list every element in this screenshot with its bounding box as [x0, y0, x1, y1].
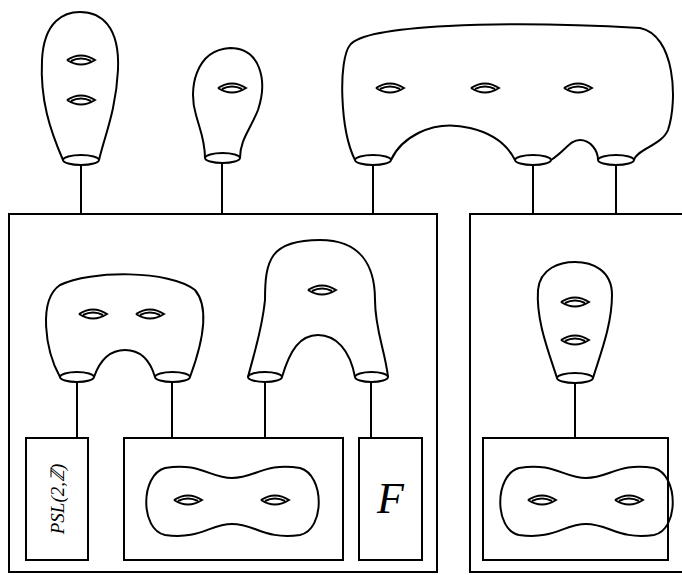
- group-label: PSL(2,ℤ): [48, 464, 67, 535]
- vertex-group-box: F: [358, 437, 423, 561]
- surface-outline: [46, 274, 204, 377]
- vertex-group-box: [482, 437, 669, 561]
- boundary-circle: [355, 155, 391, 165]
- attach-wire: [574, 383, 576, 438]
- boundary-circle: [60, 372, 94, 382]
- attach-wire: [264, 382, 266, 438]
- attach-wire: [370, 382, 372, 438]
- handle: [308, 286, 336, 295]
- attach-wire: [615, 165, 617, 214]
- boundary-circle: [557, 373, 593, 383]
- boundary-circle: [355, 372, 388, 382]
- vertex-group-box: PSL(2,ℤ): [25, 437, 89, 561]
- handle: [376, 84, 592, 93]
- boundary-circle: [63, 155, 99, 165]
- attach-wire: [372, 165, 374, 214]
- attach-wire: [532, 165, 534, 214]
- surface-outline: [282, 335, 355, 377]
- handle: [174, 496, 289, 505]
- surface-outline: [538, 262, 612, 378]
- boundary-circle: [248, 372, 282, 382]
- surface-outline: [193, 48, 262, 158]
- surface-outline: [42, 12, 118, 160]
- group-box: [469, 213, 682, 573]
- group-label: F: [377, 477, 404, 521]
- surface-outline: [391, 126, 515, 160]
- boundary-circle: [598, 155, 634, 165]
- handle: [561, 298, 589, 345]
- closed-surface: [146, 467, 319, 536]
- boundary-circle: [515, 155, 551, 165]
- vertex-group-box: [123, 437, 344, 561]
- handle: [79, 310, 164, 319]
- attach-wire: [80, 165, 82, 214]
- handle: [528, 496, 643, 505]
- surface-outline: [94, 350, 155, 377]
- boundary-circle: [205, 153, 240, 163]
- boundary-circle: [155, 372, 190, 382]
- handle: [67, 56, 95, 105]
- closed-surface: [500, 467, 673, 536]
- surface-outline: [551, 140, 598, 160]
- handle: [218, 84, 246, 93]
- attach-wire: [76, 382, 78, 438]
- attach-wire: [221, 163, 223, 214]
- attach-wire: [171, 382, 173, 438]
- surface-outline: [248, 240, 388, 377]
- group-box: PSL(2,ℤ) F: [8, 213, 438, 573]
- surface-outline: [342, 24, 673, 160]
